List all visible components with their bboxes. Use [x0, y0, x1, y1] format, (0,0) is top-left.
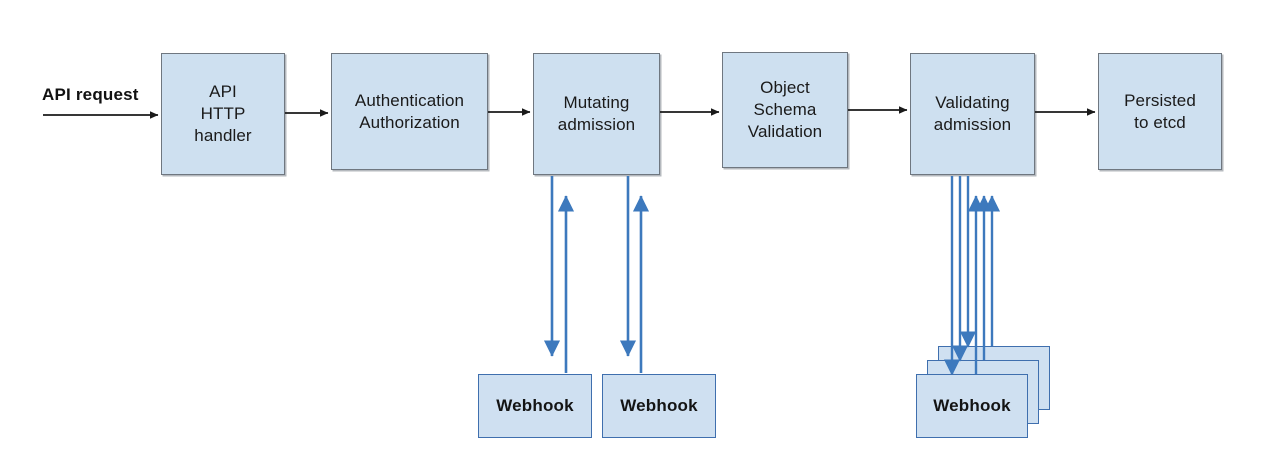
mutating-webhook-arrow-group [552, 176, 641, 373]
node-authentication-authorization[interactable]: Authentication Authorization [331, 53, 488, 170]
node-api-http-handler[interactable]: API HTTP handler [161, 53, 285, 175]
node-persisted-to-etcd[interactable]: Persisted to etcd [1098, 53, 1222, 170]
validating-webhook-arrow-group [952, 176, 992, 375]
edge-label-api-request: API request [42, 85, 139, 104]
node-mutating-admission[interactable]: Mutating admission [533, 53, 660, 175]
node-validating-admission[interactable]: Validating admission [910, 53, 1035, 175]
webhook-mutating-1[interactable]: Webhook [478, 374, 592, 438]
node-object-schema-validation[interactable]: Object Schema Validation [722, 52, 848, 168]
webhook-mutating-2[interactable]: Webhook [602, 374, 716, 438]
webhook-validating-front[interactable]: Webhook [916, 374, 1028, 438]
flow-arrow-group [43, 106, 1096, 119]
